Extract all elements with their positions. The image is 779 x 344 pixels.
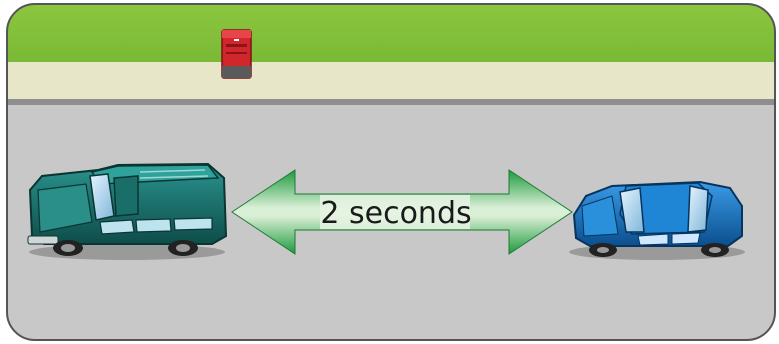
sidewalk <box>7 62 775 99</box>
suv-icon <box>27 162 228 260</box>
mailbox-icon <box>221 29 252 79</box>
distance-label-bg <box>320 195 470 229</box>
distance-label: 2 seconds <box>320 196 471 231</box>
curb <box>7 99 775 105</box>
grass-strip <box>7 4 775 62</box>
scene-border <box>6 3 776 341</box>
sedan-icon <box>569 180 745 260</box>
